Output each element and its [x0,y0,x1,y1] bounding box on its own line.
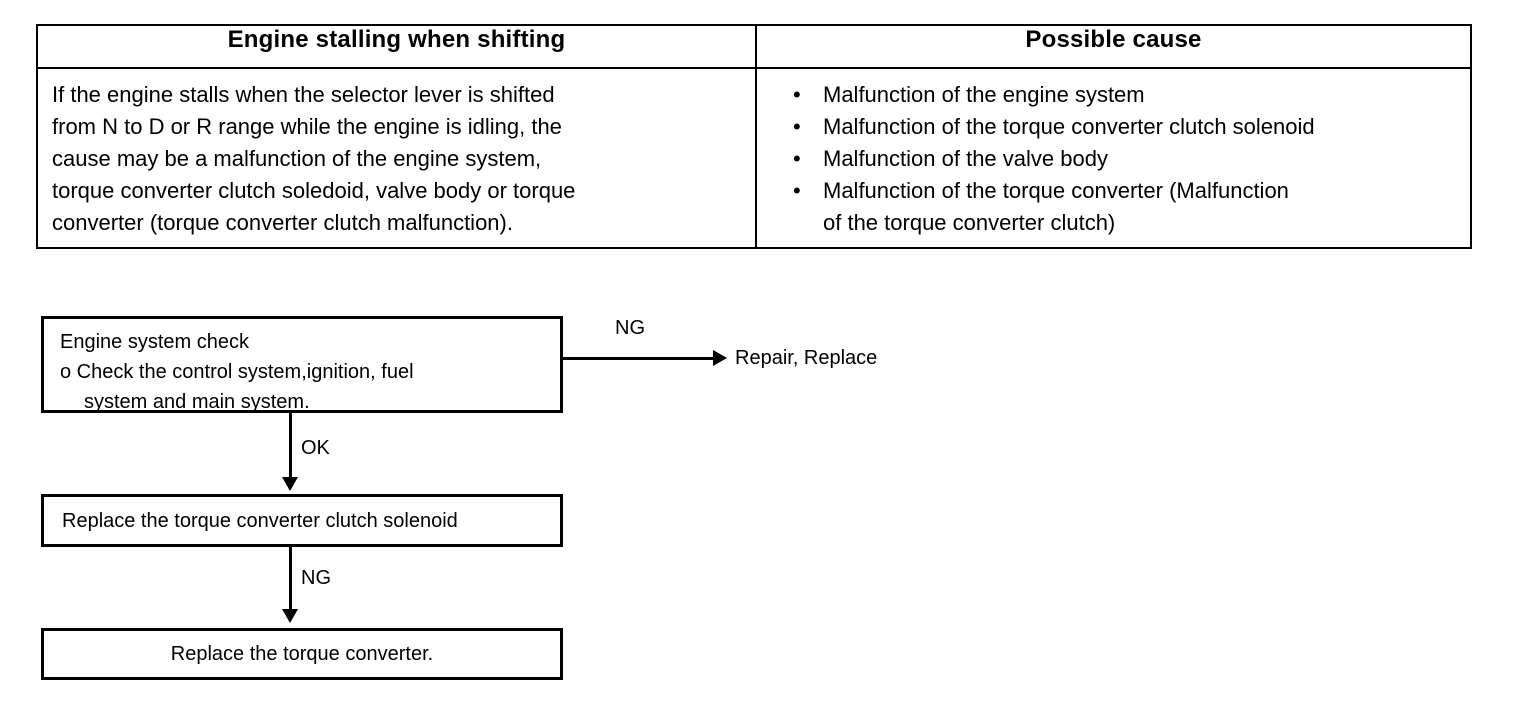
symptom-line-3: cause may be a malfunction of the engine… [52,146,542,171]
cause-text: Malfunction of the engine system [823,82,1145,107]
cell-symptom-description: If the engine stalls when the selector l… [36,67,757,249]
edge-label-ng-solenoid: NG [301,567,331,589]
symptom-line-2: from N to D or R range while the engine … [52,114,562,139]
possible-cause-block: • Malfunction of the engine system • Mal… [757,69,1470,247]
flow-node-replace-torque-converter-clutch-solenoid: Replace the torque converter clutch sole… [41,494,563,547]
edge-label-ng-engine-check: NG [615,317,645,339]
cause-text: Malfunction of the torque converter clut… [823,114,1315,139]
symptom-line-4: torque converter clutch soledoid, valve … [52,178,576,203]
list-item: • Malfunction of the torque converter cl… [785,111,1458,143]
arrowhead-right-icon [713,350,727,366]
header-possible-cause: Possible cause [755,24,1472,69]
list-item: • Malfunction of the torque converter (M… [785,175,1458,239]
replace-converter-text: Replace the torque converter. [170,643,434,665]
symptom-line-1: If the engine stalls when the selector l… [52,82,555,107]
table-body-row: If the engine stalls when the selector l… [36,67,1472,249]
edge-label-ok-engine-check: OK [301,437,330,459]
bullet-icon: • [793,82,801,107]
symptom-paragraph: If the engine stalls when the selector l… [38,69,755,247]
header-symptom: Engine stalling when shifting [36,24,757,69]
bullet-icon: • [793,178,801,203]
connector-solenoid-to-converter [289,547,292,611]
symptom-line-5: converter (torque converter clutch malfu… [52,210,513,235]
bullet-icon: • [793,114,801,139]
list-item: • Malfunction of the engine system [785,79,1458,111]
connector-engine-check-to-solenoid [289,413,292,479]
cause-text: Malfunction of the torque converter (Mal… [823,178,1289,203]
engine-check-detail-1: o Check the control system,ignition, fue… [60,361,414,383]
engine-check-title: Engine system check [60,331,249,353]
flow-node-engine-system-check: Engine system check o Check the control … [41,316,563,413]
cell-possible-causes: • Malfunction of the engine system • Mal… [755,67,1472,249]
arrowhead-down-icon [282,477,298,491]
symptom-cause-table: Engine stalling when shifting Possible c… [36,24,1472,249]
table-header-row: Engine stalling when shifting Possible c… [36,24,1472,69]
arrowhead-down-icon [282,609,298,623]
bullet-icon: • [793,146,801,171]
connector-engine-check-to-repair [563,357,715,360]
possible-cause-list: • Malfunction of the engine system • Mal… [785,79,1458,239]
engine-check-detail-2: system and main system. [84,391,310,413]
flow-node-replace-torque-converter: Replace the torque converter. [41,628,563,680]
list-item: • Malfunction of the valve body [785,143,1458,175]
replace-solenoid-text: Replace the torque converter clutch sole… [62,509,458,532]
cause-text: Malfunction of the valve body [823,146,1108,171]
cause-text-continued: of the torque converter clutch) [823,210,1116,235]
flow-node-repair-replace: Repair, Replace [735,347,878,369]
